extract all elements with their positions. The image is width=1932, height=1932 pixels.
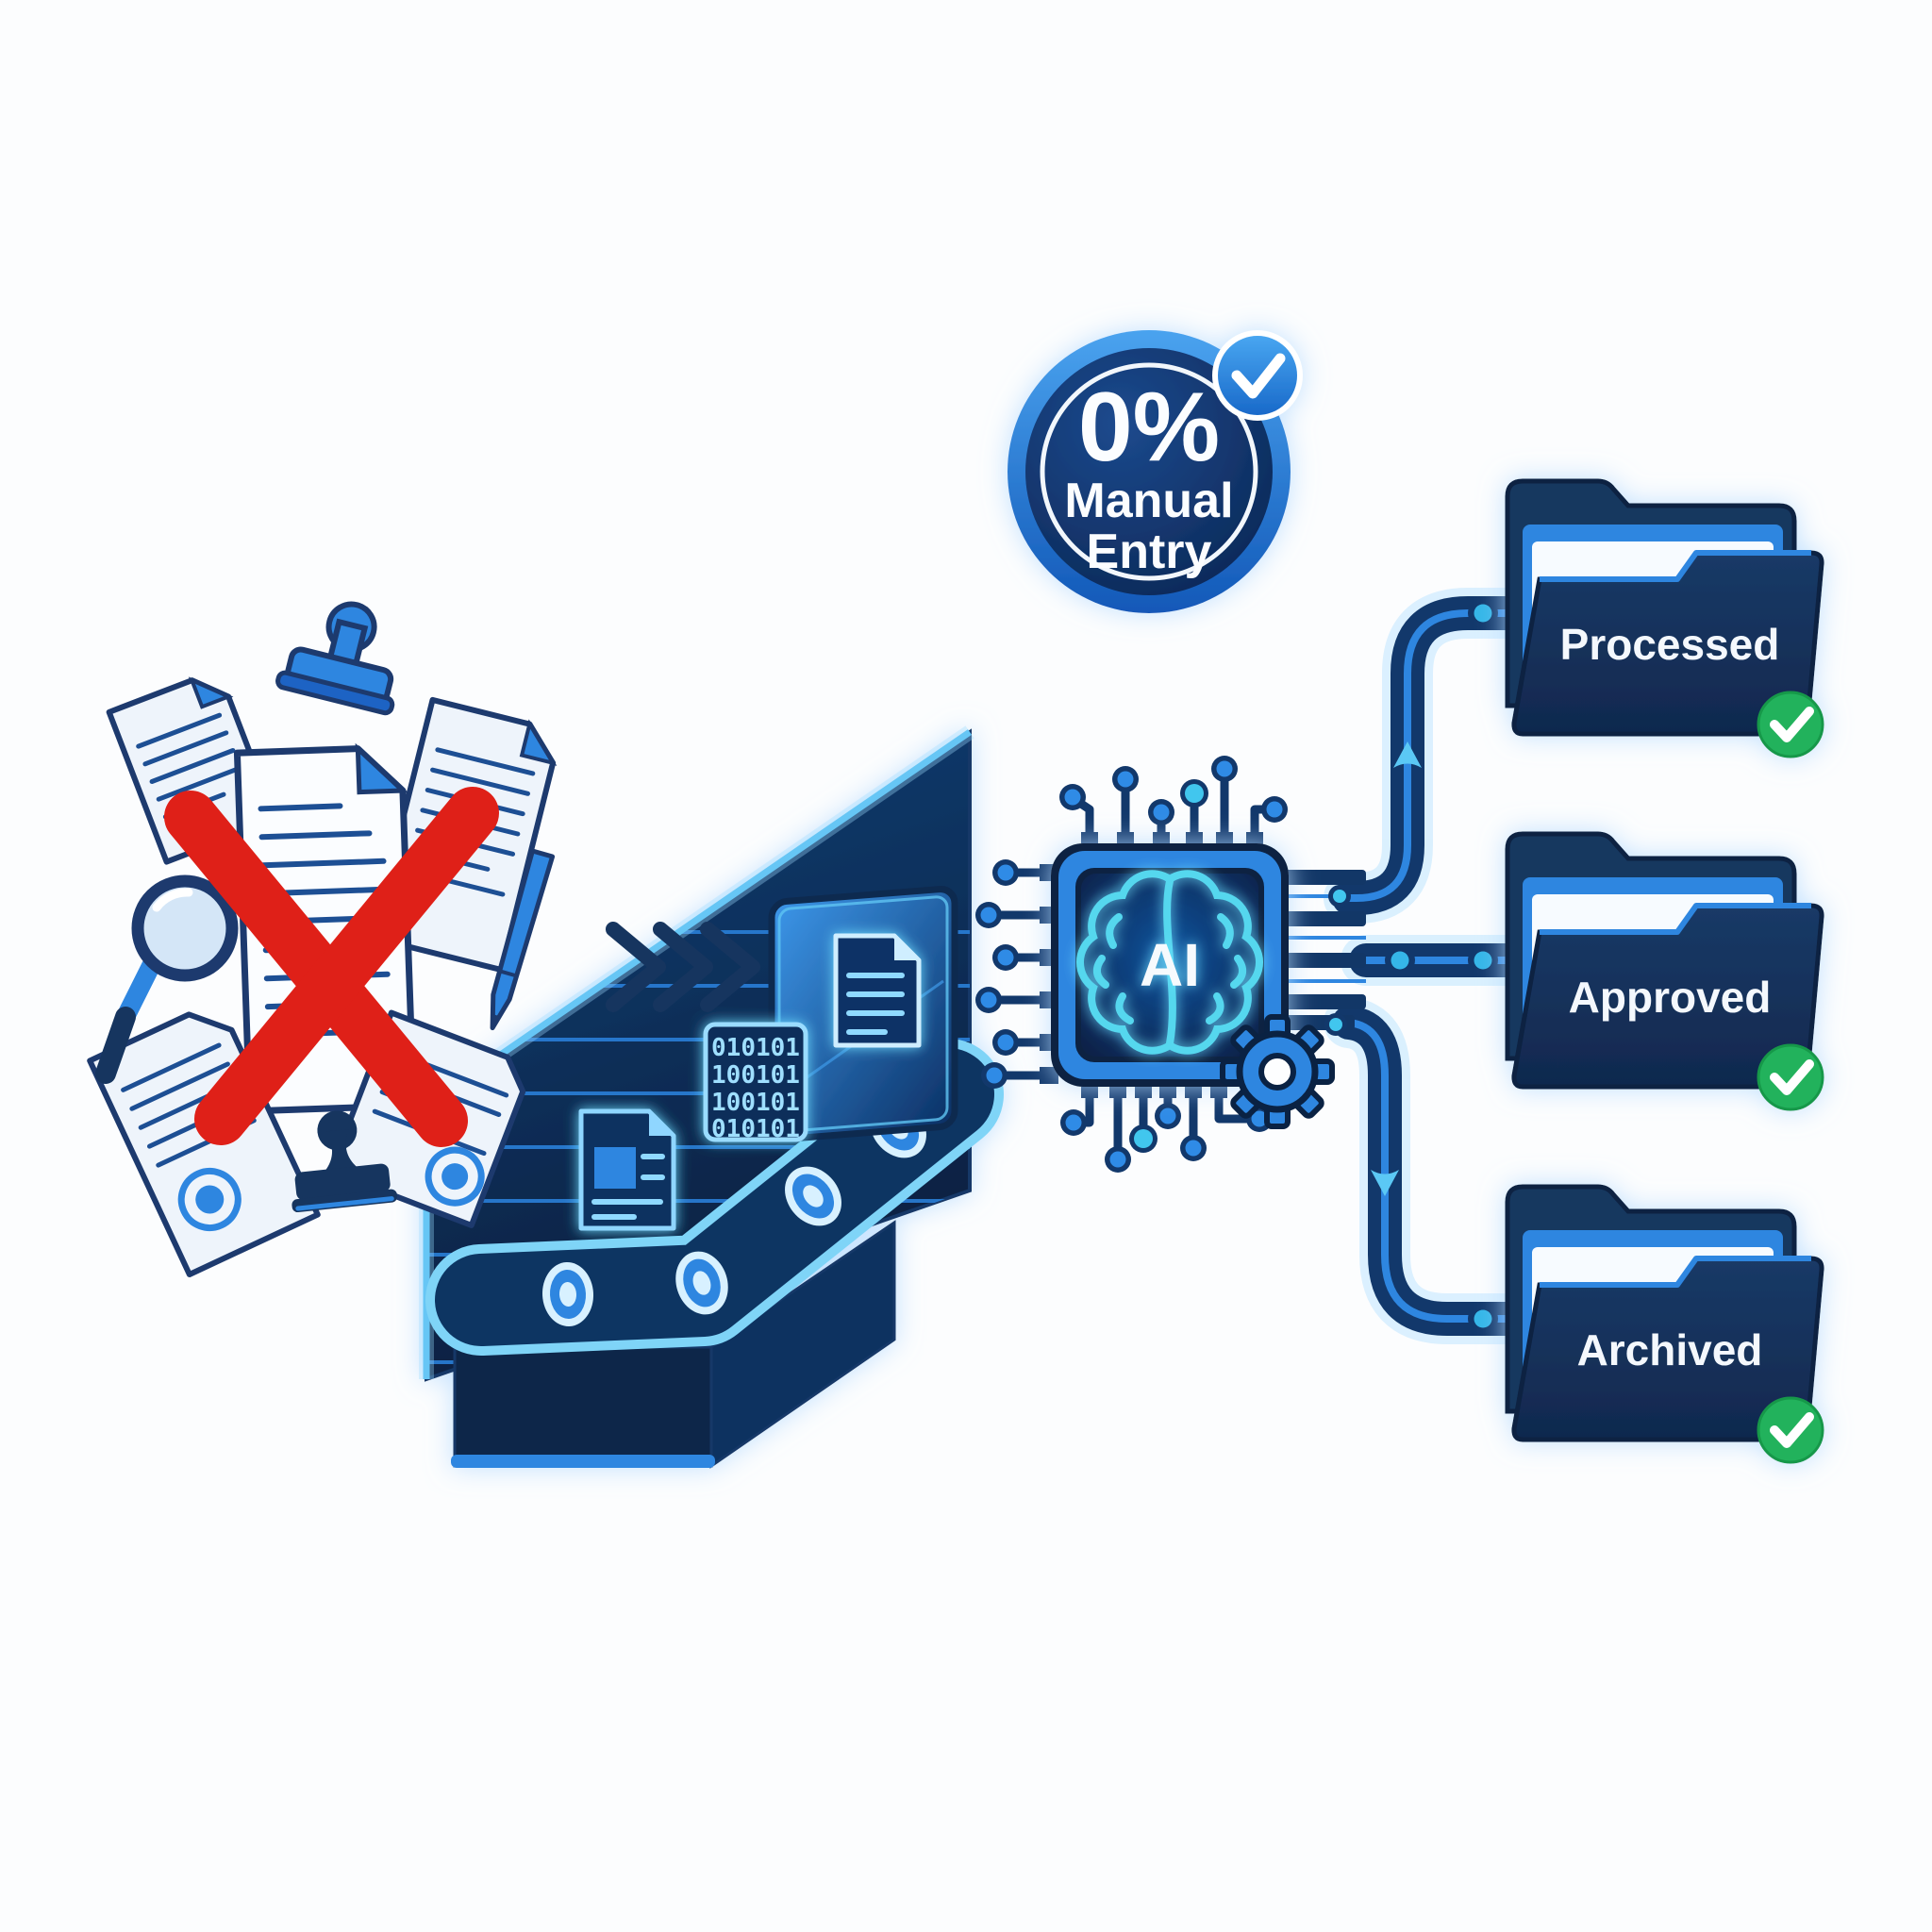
badge-disc — [1025, 348, 1273, 595]
badge-check-icon — [1212, 330, 1303, 421]
brain-icon — [1075, 870, 1264, 1055]
scanned-document-icon — [833, 933, 922, 1048]
flow-chevrons-icon — [606, 922, 760, 1012]
folder-label: Archived — [1577, 1325, 1763, 1374]
folder-flap-highlight — [1540, 903, 1811, 935]
red-cross-icon — [164, 787, 499, 1147]
badge-percentage: 0% — [1078, 373, 1220, 482]
zero-manual-entry-badge: 0% Manual Entry — [1008, 330, 1303, 613]
folder-flap-highlight — [1540, 550, 1811, 582]
machine-base-front — [453, 1345, 713, 1468]
check-circle-icon — [1757, 691, 1824, 758]
pipe-nodes — [1385, 598, 1498, 1334]
folder-flap-highlight — [1540, 1256, 1811, 1288]
rubber-stamp-icon — [275, 601, 395, 716]
badge-line1: Manual — [1064, 474, 1233, 528]
arrow-down-icon — [1371, 1170, 1399, 1196]
ink-stamp-icon — [291, 1110, 398, 1213]
machine-base-glow-edge — [451, 1455, 715, 1468]
badge-inner-ring — [1040, 362, 1258, 581]
ai-chip: AI — [975, 756, 1366, 1173]
pen-icon — [490, 848, 556, 1031]
magnifying-glass-icon — [95, 874, 239, 1084]
binary-line-1: 010101 — [711, 1034, 800, 1062]
binary-line-3: 100101 — [711, 1089, 800, 1117]
binary-line-2: 100101 — [711, 1061, 800, 1090]
folder-label: Processed — [1560, 620, 1780, 669]
approval-seal-icon — [177, 1167, 242, 1231]
binary-data-card: 010101 100101 100101 010101 — [703, 1022, 808, 1143]
chip-pin-dots — [975, 756, 1288, 1173]
conveyor-belt — [425, 1039, 1004, 1356]
folder-archived: Archived — [1505, 1184, 1824, 1464]
arrow-up-icon — [1393, 741, 1422, 768]
binary-line-4: 010101 — [711, 1115, 800, 1143]
folder-processed: Processed — [1505, 478, 1824, 758]
folder-label: Approved — [1569, 973, 1772, 1022]
check-circle-icon — [1757, 1043, 1824, 1111]
chip-label: AI — [1140, 931, 1200, 999]
connector-pipes — [1324, 588, 1550, 1344]
chip-bundle-traces — [1279, 870, 1366, 1036]
belt-document-icon — [578, 1108, 676, 1231]
approval-seal-icon — [425, 1146, 485, 1207]
check-circle-icon — [1757, 1396, 1824, 1464]
scanner-machine: 010101 100101 100101 010101 — [419, 725, 1004, 1469]
folder-approved: Approved — [1505, 831, 1824, 1111]
badge-line2: Entry — [1087, 525, 1212, 579]
gear-icon — [1220, 1014, 1335, 1129]
manual-documents-pile — [87, 601, 558, 1277]
